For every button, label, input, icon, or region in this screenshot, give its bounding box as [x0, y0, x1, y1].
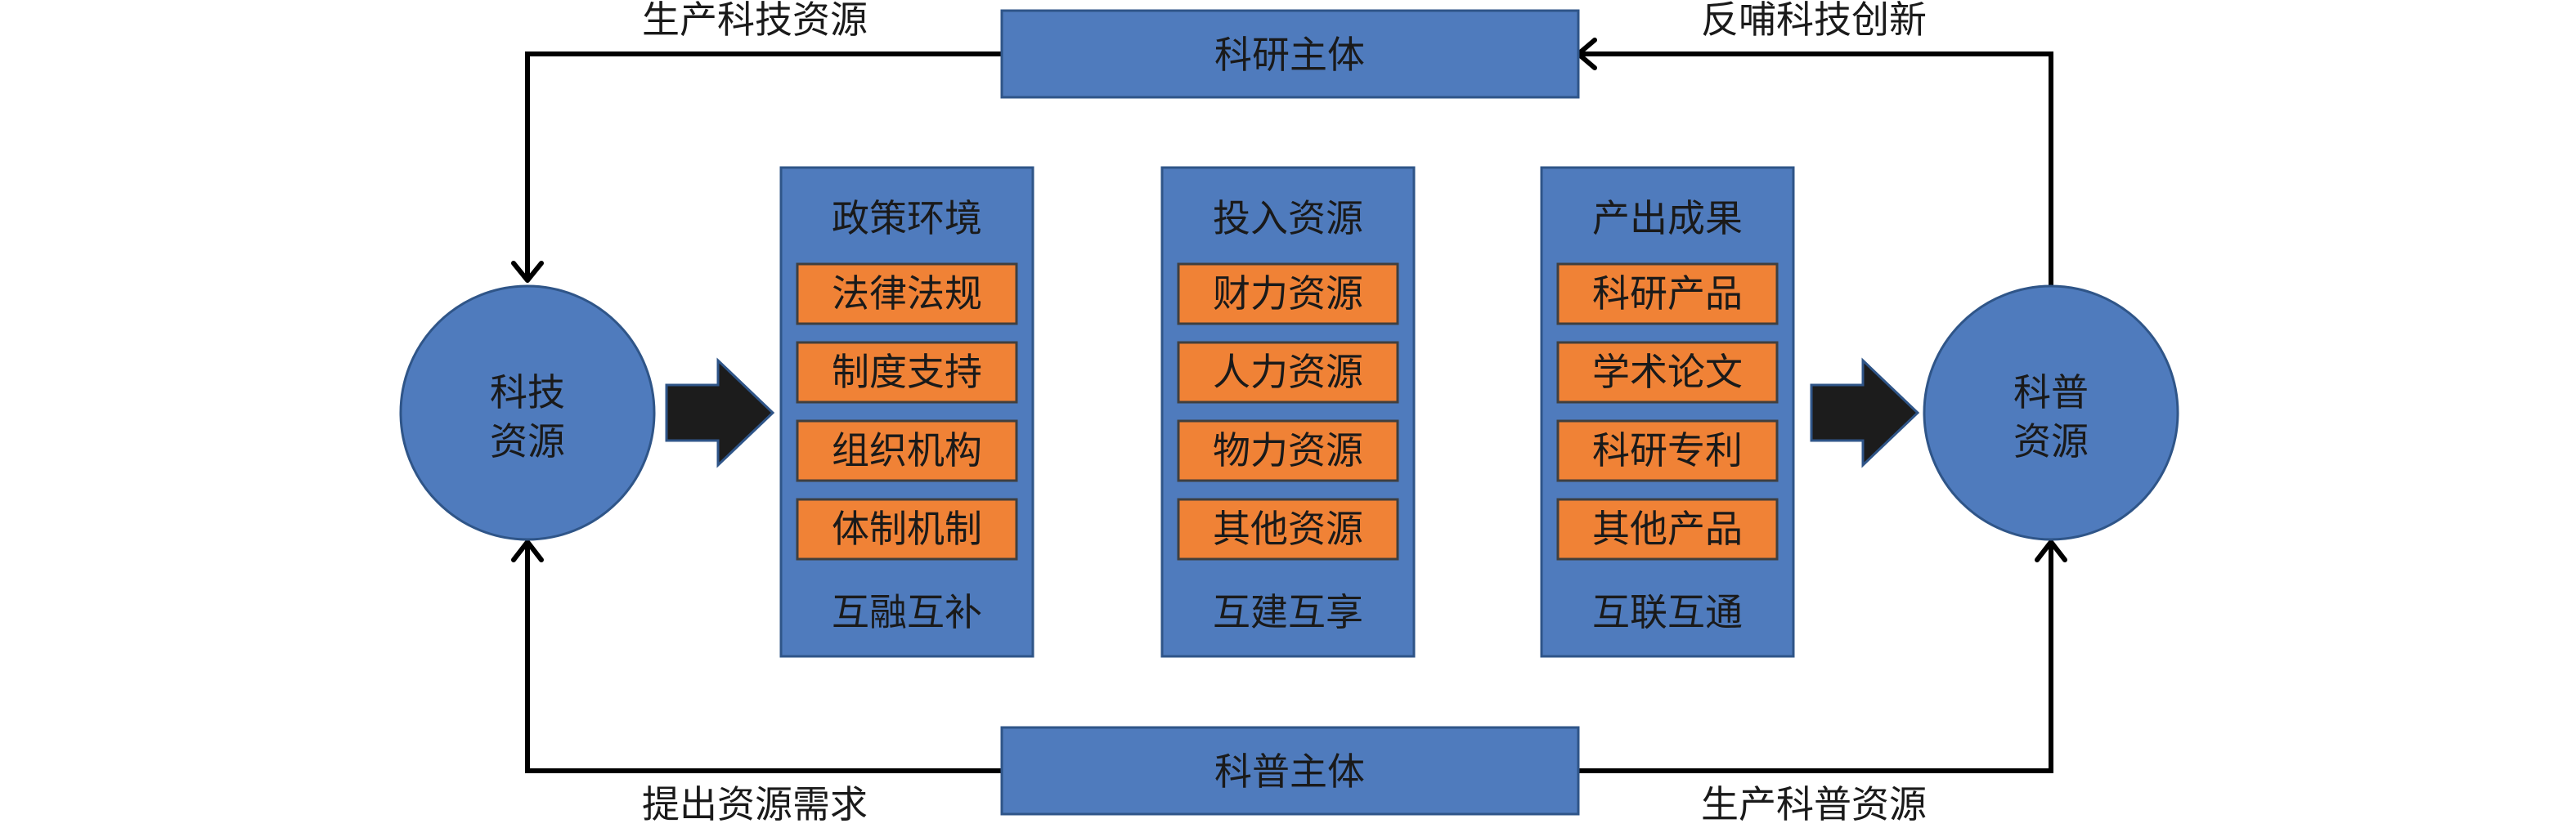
- column-item-box: [1177, 262, 1399, 325]
- column-policy-environment: 政策环境 法律法规 制度支持 组织机构 体制机制 互融互补: [779, 166, 1034, 658]
- column-item-label: 学术论文: [1592, 350, 1743, 394]
- column-title: 投入资源: [1213, 196, 1363, 240]
- tech-resource-label-line2: 资源: [490, 419, 565, 463]
- column-panel: [779, 166, 1034, 658]
- arrowhead-up-right: [2035, 539, 2067, 562]
- column-item-label: 科研专利: [1592, 428, 1743, 472]
- edge-label-bottom-left: 提出资源需求: [642, 782, 868, 826]
- column-item-label: 财力资源: [1213, 271, 1363, 316]
- column-item-label: 法律法规: [832, 271, 982, 316]
- edge-label-bottom-right: 生产科普资源: [1701, 782, 1927, 826]
- column-footer: 互建互享: [1213, 590, 1363, 634]
- column-title: 产出成果: [1592, 196, 1743, 240]
- column-title: 政策环境: [832, 196, 982, 240]
- column-item-box: [796, 498, 1018, 561]
- column-footer: 互联互通: [1592, 590, 1743, 634]
- popularization-resource-label-line2: 资源: [2013, 419, 2089, 463]
- edge-label-top-left: 生产科技资源: [642, 0, 868, 42]
- column-item-box: [1177, 341, 1399, 404]
- column-item-box: [1556, 341, 1779, 404]
- edge-label-top-right: 反哺科技创新: [1701, 0, 1927, 42]
- research-subject-label: 科研主体: [1214, 33, 1365, 77]
- tech-resource-label-line1: 科技: [490, 370, 565, 414]
- column-item-box: [1177, 498, 1399, 561]
- column-item-box: [1556, 262, 1779, 325]
- connector-bottom-right: [1578, 544, 2053, 773]
- arrowhead-down-left: [511, 261, 544, 283]
- column-footer: 互融互补: [832, 590, 982, 634]
- column-output-results: 产出成果 科研产品 学术论文 科研专利 其他产品 互联互通: [1540, 166, 1795, 658]
- column-item-label: 制度支持: [832, 350, 982, 394]
- connector-bottom-left: [525, 544, 1002, 773]
- column-item-label: 其他产品: [1592, 507, 1743, 551]
- column-item-box: [1556, 498, 1779, 561]
- column-item-label: 人力资源: [1213, 350, 1363, 394]
- connector-top-left: [525, 51, 1002, 278]
- column-input-resources: 投入资源 财力资源 人力资源 物力资源 其他资源 互建互享: [1160, 166, 1416, 658]
- tech-resource-circle: [399, 284, 656, 541]
- block-arrow-right: [1810, 357, 1920, 468]
- research-subject-box: [1000, 9, 1580, 99]
- column-item-box: [1177, 419, 1399, 482]
- popularization-subject-box: [1000, 726, 1580, 816]
- column-item-label: 科研产品: [1592, 271, 1743, 316]
- column-item-label: 体制机制: [832, 507, 982, 551]
- column-item-box: [796, 341, 1018, 404]
- popularization-resource-circle: [1923, 284, 2179, 541]
- popularization-subject-label: 科普主体: [1214, 750, 1365, 794]
- column-item-box: [796, 419, 1018, 482]
- column-panel: [1540, 166, 1795, 658]
- arrowhead-up-left: [511, 539, 544, 562]
- column-item-label: 组织机构: [832, 428, 982, 472]
- column-item-label: 其他资源: [1213, 507, 1363, 551]
- popularization-resource-label-line1: 科普: [2013, 370, 2089, 414]
- block-arrow-left: [665, 357, 775, 468]
- column-item-box: [796, 262, 1018, 325]
- column-item-box: [1556, 419, 1779, 482]
- column-panel: [1160, 166, 1416, 658]
- connector-top-right: [1578, 51, 2053, 290]
- column-item-label: 物力资源: [1213, 428, 1363, 472]
